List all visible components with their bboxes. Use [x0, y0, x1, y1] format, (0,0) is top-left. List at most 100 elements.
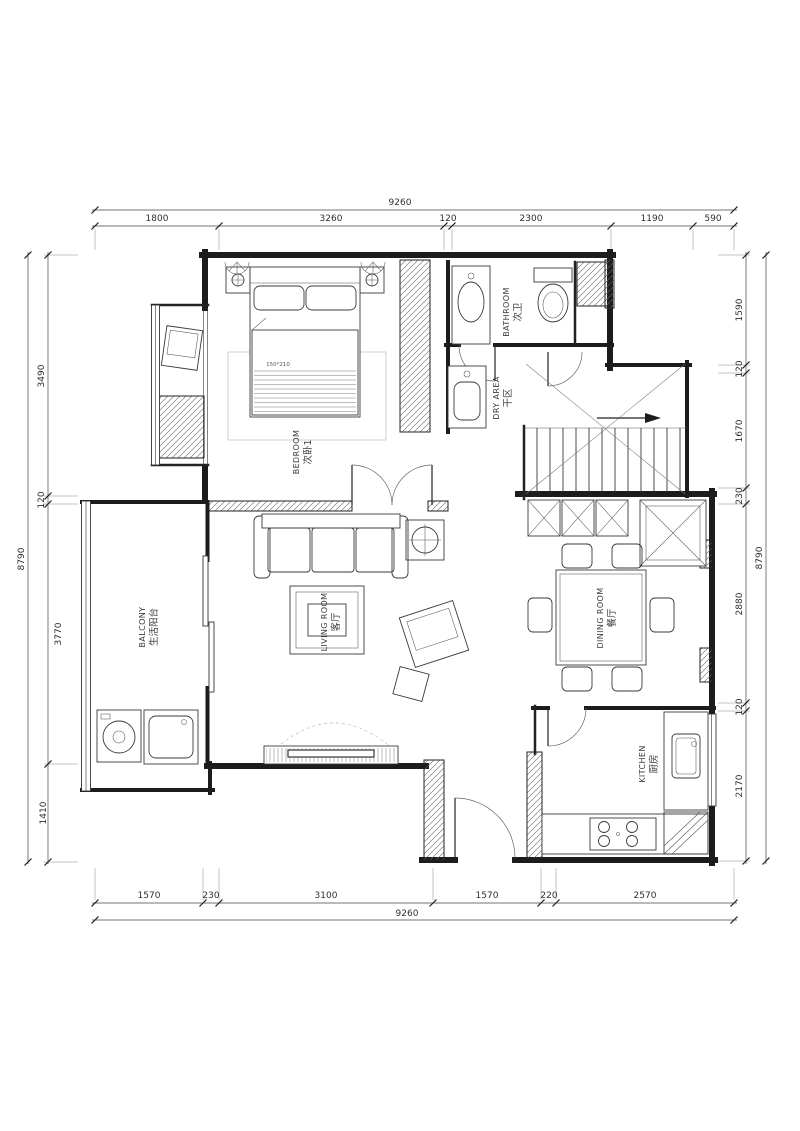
- label-kitchen: KITCHEN 厨房: [638, 745, 660, 782]
- dim-top-6: 590: [704, 214, 721, 224]
- dimension-top-chain: 1800 3260 120 2300 1190 590: [91, 214, 738, 250]
- kitchen-wall-hatch: [526, 751, 543, 859]
- dim-left-2: 120: [37, 491, 47, 508]
- dim-right-1: 1590: [735, 298, 745, 321]
- balcony-label-en: BALCONY: [138, 607, 147, 648]
- kitchen-counter-right: [663, 711, 709, 811]
- dim-right-2: 120: [735, 360, 745, 377]
- dim-right-6: 120: [735, 698, 745, 715]
- dim-bottom-2: 230: [202, 891, 219, 901]
- label-living-room: LIVING ROOM 客厅: [320, 593, 342, 652]
- wardrobe-hatch: [399, 259, 431, 433]
- wall-light-right-icon: [360, 261, 386, 275]
- dining-furniture: [527, 499, 707, 692]
- living-label-zh: 客厅: [330, 612, 342, 632]
- hatched-walls: [157, 259, 713, 861]
- dim-left-total: 8790: [17, 547, 27, 570]
- stair-break-lines: [525, 363, 686, 495]
- balcony-sliding-door: [202, 500, 215, 768]
- bedroom-label-en: BEDROOM: [292, 430, 301, 475]
- dry-area-label-en: DRY AREA: [492, 376, 501, 420]
- dim-bottom-3: 3100: [315, 891, 338, 901]
- dim-top-4: 2300: [520, 214, 543, 224]
- storage-cabinets: [527, 499, 629, 537]
- blanket-hatch: [254, 370, 356, 413]
- dining-label-zh: 餐厅: [606, 608, 618, 628]
- dim-bottom-1: 1570: [138, 891, 161, 901]
- dim-top-1: 1800: [146, 214, 169, 224]
- windows: [81, 304, 717, 807]
- laundry-sink: [143, 709, 199, 765]
- dimension-right-chain: 1590 120 1670 230 2880 120 2170: [718, 251, 750, 865]
- balcony-label-zh: 生活阳台: [148, 608, 160, 646]
- stove: [589, 817, 657, 851]
- bathroom-sink: [457, 281, 485, 323]
- living-label-en: LIVING ROOM: [320, 593, 329, 652]
- balcony-lounge-chair: [160, 325, 204, 371]
- bathroom-label-zh: 次卫: [512, 302, 524, 322]
- dim-bottom-total: 9260: [396, 909, 419, 919]
- dim-right-3: 1670: [735, 419, 745, 442]
- accent-chair: [398, 600, 470, 668]
- balcony-furniture: [96, 500, 215, 768]
- kitchen-door: [547, 707, 587, 747]
- balcony-window: [81, 500, 91, 792]
- pillow-right: [305, 285, 357, 311]
- dim-left-1: 3490: [37, 364, 47, 387]
- living-room-furniture: [253, 513, 470, 765]
- bedroom-furniture: 150*210: [160, 261, 387, 441]
- label-bathroom: BATHROOM 次卫: [502, 287, 524, 337]
- bathroom-label-en: BATHROOM: [502, 287, 511, 337]
- toilet-bowl: [537, 283, 569, 323]
- dim-top-total: 9260: [389, 198, 412, 208]
- dim-top-2: 3260: [320, 214, 343, 224]
- tv-console: [263, 745, 399, 765]
- dim-top-5: 1190: [641, 214, 664, 224]
- dimension-top-total: 9260: [91, 198, 738, 214]
- bedroom-label-zh: 次卧1: [302, 439, 314, 464]
- dim-right-4: 230: [735, 487, 745, 504]
- tv-viewing-arc: [271, 722, 397, 753]
- kitchen-faucet-icon: [691, 741, 697, 747]
- dim-right-total: 8790: [755, 546, 765, 569]
- corridor-wall-left-hatch: [423, 759, 445, 861]
- dimension-right-total: 8790: [755, 251, 770, 865]
- kitchen-sink: [671, 733, 701, 779]
- dimension-left-total: 8790: [17, 251, 32, 866]
- dim-bottom-4: 1570: [476, 891, 499, 901]
- bedroom-living-wall-hatch: [205, 500, 353, 512]
- kitchen-counter-bottom: [541, 813, 709, 855]
- dim-right-5: 2880: [735, 592, 745, 615]
- tv-screen: [287, 749, 375, 758]
- room-labels: BEDROOM 次卧1 BATHROOM 次卫 DRY AREA 干区 LIVI…: [138, 287, 660, 782]
- dim-right-7: 2170: [735, 774, 745, 797]
- bathroom-fixtures: [451, 265, 573, 345]
- dining-table: [555, 569, 647, 666]
- bedroom-balcony-glazing: [203, 308, 208, 465]
- dim-bottom-6: 2570: [634, 891, 657, 901]
- refrigerator: [639, 499, 707, 567]
- entry-door: [454, 797, 516, 859]
- ac-platform-hatch: [157, 395, 205, 459]
- sofa: [253, 513, 409, 579]
- dry-area-fixtures: [447, 365, 487, 429]
- kitchen-furniture: [541, 711, 709, 855]
- kitchen-label-en: KITCHEN: [638, 745, 647, 782]
- dry-area-sink: [453, 381, 481, 421]
- label-dry-area: DRY AREA 干区: [492, 376, 514, 420]
- coffee-table-rug: [289, 585, 365, 655]
- laundry-faucet-icon: [181, 719, 187, 725]
- dining-label-en: DINING ROOM: [596, 587, 605, 648]
- stair-landing-door: [547, 351, 583, 387]
- bathroom-faucet-icon: [467, 272, 475, 280]
- flue-lower-hatch: [699, 647, 713, 683]
- footstool: [392, 666, 430, 702]
- pillow-left: [253, 285, 305, 311]
- label-bedroom: BEDROOM 次卧1: [292, 430, 314, 475]
- bed-size-label: 150*210: [266, 362, 290, 368]
- shaft-hatch: [576, 261, 609, 307]
- dimension-left-chain: 3490 120 3770 1410: [37, 251, 78, 866]
- dim-left-3: 3770: [54, 622, 64, 645]
